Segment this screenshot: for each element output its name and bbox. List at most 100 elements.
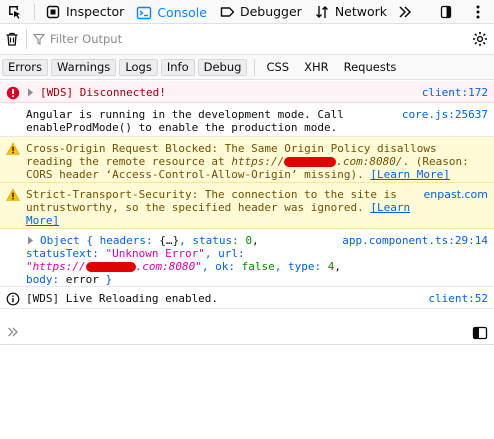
object-value: {…} (159, 234, 180, 247)
filter-requests-button[interactable]: Requests (343, 60, 397, 74)
category-filter-bar: Errors Warnings Logs Info Debug CSS XHR … (0, 55, 494, 80)
filter-output-input[interactable] (50, 32, 430, 46)
tab-debugger-label: Debugger (239, 4, 302, 19)
filter-debug-button[interactable]: Debug (197, 58, 248, 76)
dock-side-icon (438, 4, 454, 20)
tab-debugger[interactable]: Debugger (213, 0, 308, 24)
split-editor-icon[interactable] (472, 326, 488, 343)
message-text-line: statusText: "Unknown Error", url: (26, 247, 488, 260)
tabs-overflow-button[interactable] (393, 0, 417, 24)
redaction-mark (85, 262, 136, 272)
object-value: "Unknown Error" (105, 247, 205, 260)
console-messages: [WDS] Disconnected! client:172 Angular i… (0, 81, 494, 309)
message-text: CORS header ‘Access-Control-Allow-Origin… (26, 168, 371, 181)
info-icon (6, 292, 20, 306)
filter-css-button[interactable]: CSS (266, 60, 290, 74)
tab-console-label: Console (157, 5, 207, 20)
object-label: } (98, 273, 113, 286)
warning-icon (6, 188, 20, 202)
filter-bar (0, 24, 494, 55)
learn-more-link[interactable]: [Learn (370, 201, 411, 214)
more-options-icon (470, 4, 486, 20)
options-menu-button[interactable] (462, 0, 494, 24)
tab-inspector[interactable]: Inspector (39, 0, 130, 24)
expand-arrow-icon[interactable] (27, 235, 34, 245)
message-text: reading the remote resource at (26, 155, 232, 168)
object-key: headers: (99, 234, 160, 247)
console-message-object[interactable]: Object { headers: {…}, status: 0, status… (0, 229, 494, 287)
message-text-line: "https:// .com:8080", ok: false, type: 4, (26, 260, 488, 273)
message-text: [WDS] Disconnected! (40, 86, 166, 99)
settings-gear-icon[interactable] (472, 31, 488, 47)
learn-more-link[interactable]: More] (26, 214, 60, 227)
message-source-link[interactable]: enpast.com (423, 188, 489, 201)
toolbar-separator (34, 3, 35, 20)
object-key: statusText: (26, 247, 106, 260)
console-message-info: [WDS] Live Reloading enabled. client:52 (0, 287, 494, 309)
console-input[interactable] (0, 321, 494, 345)
pick-element-icon (6, 4, 22, 20)
message-text-line: Cross-Origin Request Blocked: The Same O… (26, 142, 437, 155)
console-message-log: Angular is running in the development mo… (0, 103, 494, 137)
network-icon (314, 4, 330, 20)
message-source-link[interactable]: client:172 (421, 86, 488, 99)
error-icon (6, 86, 20, 100)
object-value: "https:// (26, 260, 86, 273)
console-message-warning[interactable]: Strict-Transport-Security: The connectio… (0, 183, 494, 229)
message-text-line: More] (26, 214, 488, 227)
message-text-line: reading the remote resource at https://.… (26, 155, 488, 168)
object-key: , ok: (201, 260, 242, 273)
message-text-line: CORS header ‘Access-Control-Allow-Origin… (26, 168, 488, 181)
console-message-error[interactable]: [WDS] Disconnected! client:172 (0, 81, 494, 103)
message-text-line: body: error } (26, 273, 488, 286)
expand-arrow-icon[interactable] (27, 87, 34, 97)
tab-inspector-label: Inspector (66, 4, 125, 19)
object-value: 0 (245, 234, 252, 247)
filter-xhr-button[interactable]: XHR (304, 60, 329, 74)
message-text-line: Object { headers: {…}, status: 0, (40, 234, 488, 247)
debugger-icon (219, 4, 235, 20)
object-key: , status: (179, 234, 246, 247)
tab-network-label: Network (334, 4, 388, 19)
object-punct: , (334, 260, 341, 273)
console-icon (136, 5, 152, 21)
redaction-mark (284, 157, 337, 167)
learn-more-link[interactable]: [Learn More] (370, 168, 450, 181)
object-key: , url: (204, 247, 245, 260)
trash-icon[interactable] (4, 31, 20, 47)
message-text-line: untrustworthy, so the specified header w… (26, 201, 488, 214)
filter-separator (26, 29, 27, 49)
object-punct: , (251, 234, 259, 247)
object-value: .com:8080" (135, 260, 202, 273)
category-separator (254, 58, 256, 76)
filter-logs-button[interactable]: Logs (119, 58, 158, 76)
filter-errors-button[interactable]: Errors (2, 58, 49, 76)
inspector-icon (45, 4, 61, 20)
object-key: body: (26, 273, 66, 286)
object-key: , type: (274, 260, 328, 273)
console-message-warning[interactable]: Cross-Origin Request Blocked: The Same O… (0, 137, 494, 183)
message-text-line: Angular is running in the development mo… (26, 108, 344, 121)
object-value: error (65, 273, 99, 286)
message-source-link[interactable]: app.component.ts:29:14 (342, 234, 488, 247)
devtools-toolbar: Inspector Console Debugger Network (0, 0, 494, 24)
url-text: .com:8080/ (336, 155, 403, 168)
prompt-chevron-icon (7, 326, 19, 341)
object-value: false (241, 260, 275, 273)
filter-warnings-button[interactable]: Warnings (51, 58, 117, 76)
url-text: https:// (231, 155, 285, 168)
filter-info-button[interactable]: Info (160, 58, 195, 76)
dock-side-button[interactable] (430, 0, 462, 24)
chevron-double-right-icon (397, 4, 413, 20)
message-text-line: enableProdMode() to enable the productio… (26, 121, 338, 134)
tab-network[interactable]: Network (308, 0, 393, 24)
message-source-link[interactable]: core.js:25637 (401, 108, 488, 121)
tab-console[interactable]: Console (130, 0, 213, 24)
pick-element-button[interactable] (0, 0, 30, 24)
toolbar-right (430, 0, 494, 24)
message-text-line: Strict-Transport-Security: The connectio… (26, 188, 397, 201)
message-text: . (Reason: (402, 155, 469, 168)
object-value: 4 (327, 260, 335, 273)
message-text: [WDS] Live Reloading enabled. (26, 292, 219, 305)
message-source-link[interactable]: client:52 (428, 292, 488, 305)
